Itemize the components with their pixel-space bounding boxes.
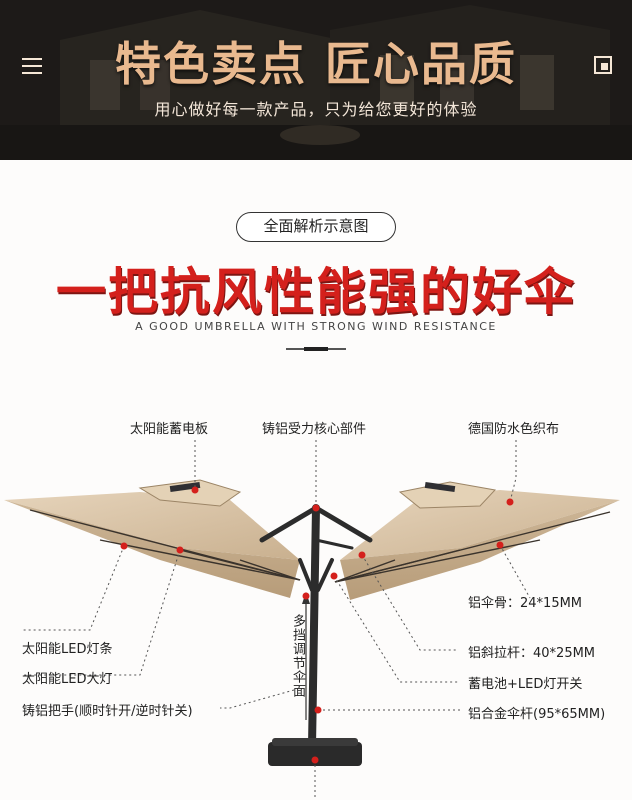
label-led-lamp: 太阳能LED大灯 xyxy=(22,672,113,687)
label-handle: 铸铝把手(顺时针开/逆时针关) xyxy=(22,704,193,719)
left-canopy-under xyxy=(4,500,300,598)
left-canopy-vent xyxy=(138,479,242,507)
label-led-strip: 太阳能LED灯条 xyxy=(22,642,113,657)
frame-icon[interactable] xyxy=(594,56,612,74)
right-ribs xyxy=(334,511,611,583)
label-strut: 铝斜拉杆：40*25MM xyxy=(468,646,596,661)
section-tag: 全面解析示意图 xyxy=(236,212,396,242)
label-solar-panel: 太阳能蓄电板 xyxy=(130,422,209,437)
leader-lines xyxy=(22,440,531,798)
headline: 一把抗风性能强的好伞 xyxy=(56,263,576,321)
marker-dots xyxy=(120,486,514,764)
label-adjust: 多挡调节伞面 xyxy=(290,614,305,698)
divider xyxy=(286,347,346,351)
right-canopy-under xyxy=(340,500,620,600)
label-fabric: 德国防水色织布 xyxy=(468,422,560,437)
menu-icon[interactable] xyxy=(22,58,42,74)
banner-background xyxy=(0,0,632,160)
banner-title: 特色卖点 匠心品质 xyxy=(114,37,517,91)
right-canopy-vent xyxy=(398,481,496,509)
banner-subtitle: 用心做好每一款产品，只为给您更好的体验 xyxy=(154,100,478,119)
label-battery: 蓄电池+LED灯开关 xyxy=(468,677,583,692)
label-rib: 铝伞骨：24*15MM xyxy=(468,596,583,611)
umbrella-frame xyxy=(259,504,373,750)
left-ribs xyxy=(29,509,301,581)
right-solar-panel xyxy=(424,481,456,493)
umbrella-base xyxy=(268,742,362,766)
label-core-parts: 铸铝受力核心部件 xyxy=(262,422,367,437)
header-banner: 特色卖点 匠心品质 用心做好每一款产品，只为给您更好的体验 xyxy=(0,0,632,160)
label-pole: 铝合金伞杆(95*65MM) xyxy=(468,707,606,722)
left-canopy-top xyxy=(4,492,300,560)
right-canopy-top xyxy=(340,490,620,560)
left-solar-panel xyxy=(169,481,201,493)
headline-en: A GOOD UMBRELLA WITH STRONG WIND RESISTA… xyxy=(135,320,497,333)
base-top xyxy=(272,738,358,746)
